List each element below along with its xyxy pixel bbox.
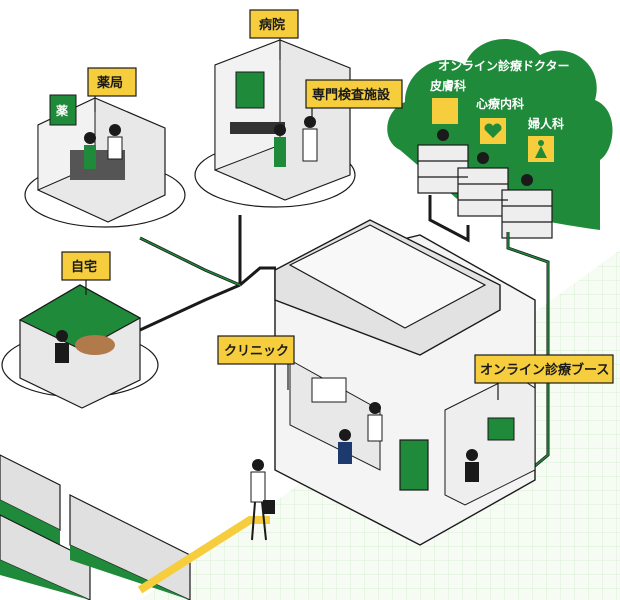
walking-woman	[250, 459, 275, 541]
svg-text:クリニック: クリニック	[224, 344, 289, 359]
svg-text:薬局: 薬局	[96, 75, 123, 91]
label-pharmacy: 薬局	[87, 67, 137, 112]
servers	[417, 144, 553, 239]
doctor-1	[437, 129, 449, 141]
hand-icon	[432, 98, 458, 124]
label-home: 自宅	[61, 251, 111, 295]
label-hospital: 病院	[249, 9, 299, 60]
dept-dermatology: 皮膚科	[429, 78, 466, 93]
cloud-title: オンライン診療ドクター	[438, 58, 570, 73]
pharmacist	[84, 132, 96, 144]
clinic-building	[274, 219, 536, 546]
label-booth: オンライン診療ブース	[474, 354, 614, 400]
pharmacy-room: 薬	[24, 94, 186, 228]
hospital-room	[194, 39, 356, 208]
home-room	[1, 284, 159, 409]
doctor-3	[521, 174, 533, 186]
dept-gynecology: 婦人科	[527, 116, 564, 131]
svg-text:病院: 病院	[259, 17, 285, 33]
dept-psychosomatic: 心療内科	[476, 96, 524, 111]
svg-text:専門検査施設: 専門検査施設	[312, 87, 391, 103]
label-specialist: 専門検査施設	[305, 79, 403, 125]
doctor-2	[477, 152, 489, 164]
svg-text:オンライン診療ブース: オンライン診療ブース	[480, 362, 609, 378]
pharmacy-sign: 薬	[56, 103, 68, 118]
svg-text:自宅: 自宅	[71, 259, 97, 275]
label-clinic: クリニック	[217, 335, 295, 390]
clinic-door	[399, 439, 429, 491]
